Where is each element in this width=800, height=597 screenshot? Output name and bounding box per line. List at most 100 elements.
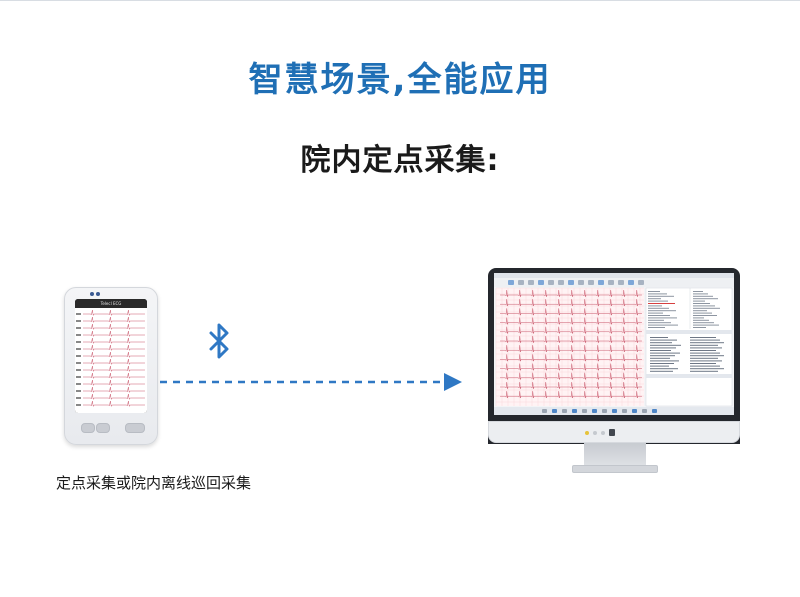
toolbar-button-icon (568, 280, 574, 285)
monitor-screen (494, 273, 734, 415)
monitor-ecg-trace (500, 345, 642, 353)
measurement-text-line (648, 327, 665, 328)
monitor-logo (609, 429, 615, 436)
monitor-stand-base (572, 465, 658, 473)
device-ecg-trace (83, 393, 145, 401)
tree-text-line (650, 365, 669, 367)
taskbar-icon (592, 409, 597, 413)
device-ecg-trace (83, 344, 145, 352)
lead-label-mark (76, 355, 81, 357)
list-text-line (690, 347, 722, 349)
device-ecg-trace (83, 372, 145, 380)
monitor-ecg-trace (500, 381, 642, 389)
tree-text-line (650, 370, 673, 372)
measurement-text-line (648, 305, 662, 307)
data-transfer-arrow (160, 373, 462, 391)
handheld-ecg-device: Telecl ECG (64, 287, 158, 445)
measurement-text-line (693, 303, 710, 304)
measurement-text-line (648, 315, 670, 316)
measurement-text-line (693, 293, 708, 295)
device-ecg-traces (75, 308, 147, 413)
measurement-text-line (648, 295, 674, 297)
list-text-line (690, 344, 718, 346)
tree-text-line (650, 350, 671, 351)
measurement-text-line (648, 317, 677, 319)
monitor-ecg-trace (500, 326, 642, 334)
measurement-text-line (693, 298, 718, 300)
device-ecg-trace (83, 309, 145, 317)
toolbar-button-icon (548, 280, 554, 285)
list-text-line (690, 337, 716, 338)
lead-label-mark (76, 376, 81, 378)
app-titlebar (494, 273, 734, 278)
device-caption: 定点采集或院内离线巡回采集 (56, 474, 252, 492)
device-camera-dot (90, 292, 94, 296)
device-ecg-trace (83, 358, 145, 366)
lead-label-mark (76, 334, 81, 336)
tree-text-line (650, 357, 670, 359)
measurement-text-line (693, 317, 704, 319)
toolbar-button-icon (598, 280, 604, 285)
device-camera-dot (96, 292, 100, 296)
tree-text-line (650, 344, 681, 346)
monitor-ecg-trace (500, 391, 642, 399)
toolbar-button-icon (588, 280, 594, 285)
measurement-text-line (648, 300, 668, 302)
device-ecg-trace (83, 323, 145, 331)
lead-label-mark (76, 404, 81, 406)
measurement-text-line (648, 291, 660, 292)
lead-label-mark (76, 327, 81, 329)
taskbar-icon (552, 409, 557, 413)
device-ecg-trace (83, 351, 145, 359)
toolbar-button-icon (608, 280, 614, 285)
taskbar-icon (612, 409, 617, 413)
list-text-line (690, 363, 716, 364)
device-ecg-trace (83, 365, 145, 373)
list-text-line (690, 350, 716, 351)
top-divider (0, 0, 800, 1)
page-headline: 智慧场景,全能应用 (248, 60, 552, 100)
device-button (81, 423, 95, 433)
measurement-text-line (693, 327, 706, 328)
measurement-text-line (693, 295, 713, 297)
device-ecg-background (75, 308, 147, 413)
indicator-dot (593, 431, 597, 435)
taskbar-icon (622, 409, 627, 413)
arrow-right-icon (444, 373, 462, 391)
taskbar-icon (582, 409, 587, 413)
taskbar-icon (562, 409, 567, 413)
taskbar-icon (572, 409, 577, 413)
device-ecg-trace (83, 379, 145, 387)
monitor-chin (488, 421, 740, 443)
measurement-text-line (648, 310, 676, 312)
toolbar-button-icon (538, 280, 544, 285)
toolbar-button-icon (508, 280, 514, 285)
lead-label-mark (76, 397, 81, 399)
monitor-ecg-trace (500, 363, 642, 371)
list-text-line (690, 368, 724, 370)
monitor-ecg-trace (500, 372, 642, 380)
measurement-text-line (648, 322, 671, 324)
monitor-ecg-trace (500, 354, 642, 362)
indicator-dot (601, 431, 605, 435)
device-button (125, 423, 145, 433)
list-text-line (690, 365, 720, 367)
device-button (96, 423, 110, 433)
monitor-ecg-trace (500, 308, 642, 316)
taskbar-icon (602, 409, 607, 413)
lead-label-mark (76, 341, 81, 343)
lead-label-mark (76, 390, 81, 392)
toolbar-button-icon (558, 280, 564, 285)
measurement-text-line (648, 293, 667, 295)
lead-label-mark (76, 383, 81, 385)
list-text-line (690, 370, 718, 372)
measurement-text-line (693, 312, 712, 314)
tree-text-line (650, 363, 674, 364)
measurement-text-line (693, 319, 709, 321)
section-subtitle: 院内定点采集: (300, 143, 500, 178)
tree-text-line (650, 360, 679, 362)
side-panel (645, 287, 733, 407)
list-text-line (690, 355, 724, 357)
device-screen-title: Telecl ECG (75, 299, 147, 308)
tree-text-line (650, 342, 672, 344)
